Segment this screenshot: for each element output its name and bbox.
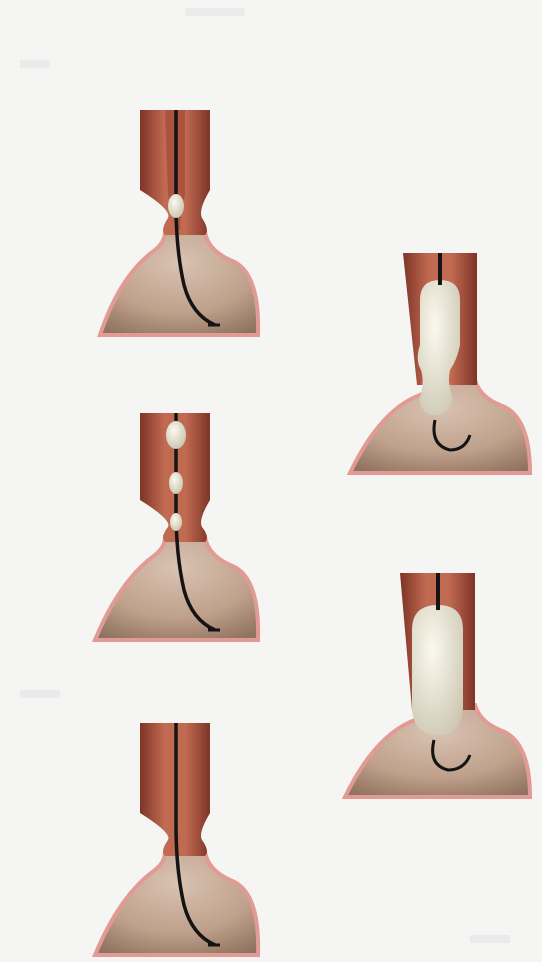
esophagus-illustration <box>80 405 300 665</box>
esophagus-illustration <box>80 715 300 962</box>
balloon <box>168 194 184 218</box>
balloon <box>170 513 182 531</box>
esophagus-illustration <box>330 565 542 825</box>
balloon <box>169 472 183 494</box>
esophagus-illustration <box>335 245 542 505</box>
panel-multiple-balloons <box>80 405 300 665</box>
background-artifact <box>185 8 245 16</box>
balloon <box>166 421 186 449</box>
background-artifact <box>20 60 50 68</box>
panel-large-balloon <box>335 245 542 505</box>
panel-single-balloon <box>80 100 300 360</box>
balloon <box>412 605 463 735</box>
panel-catheter-only <box>80 715 300 962</box>
esophagus-illustration <box>80 100 300 360</box>
background-artifact <box>20 690 60 698</box>
panel-full-dilation <box>330 565 542 825</box>
background-artifact <box>470 935 510 943</box>
